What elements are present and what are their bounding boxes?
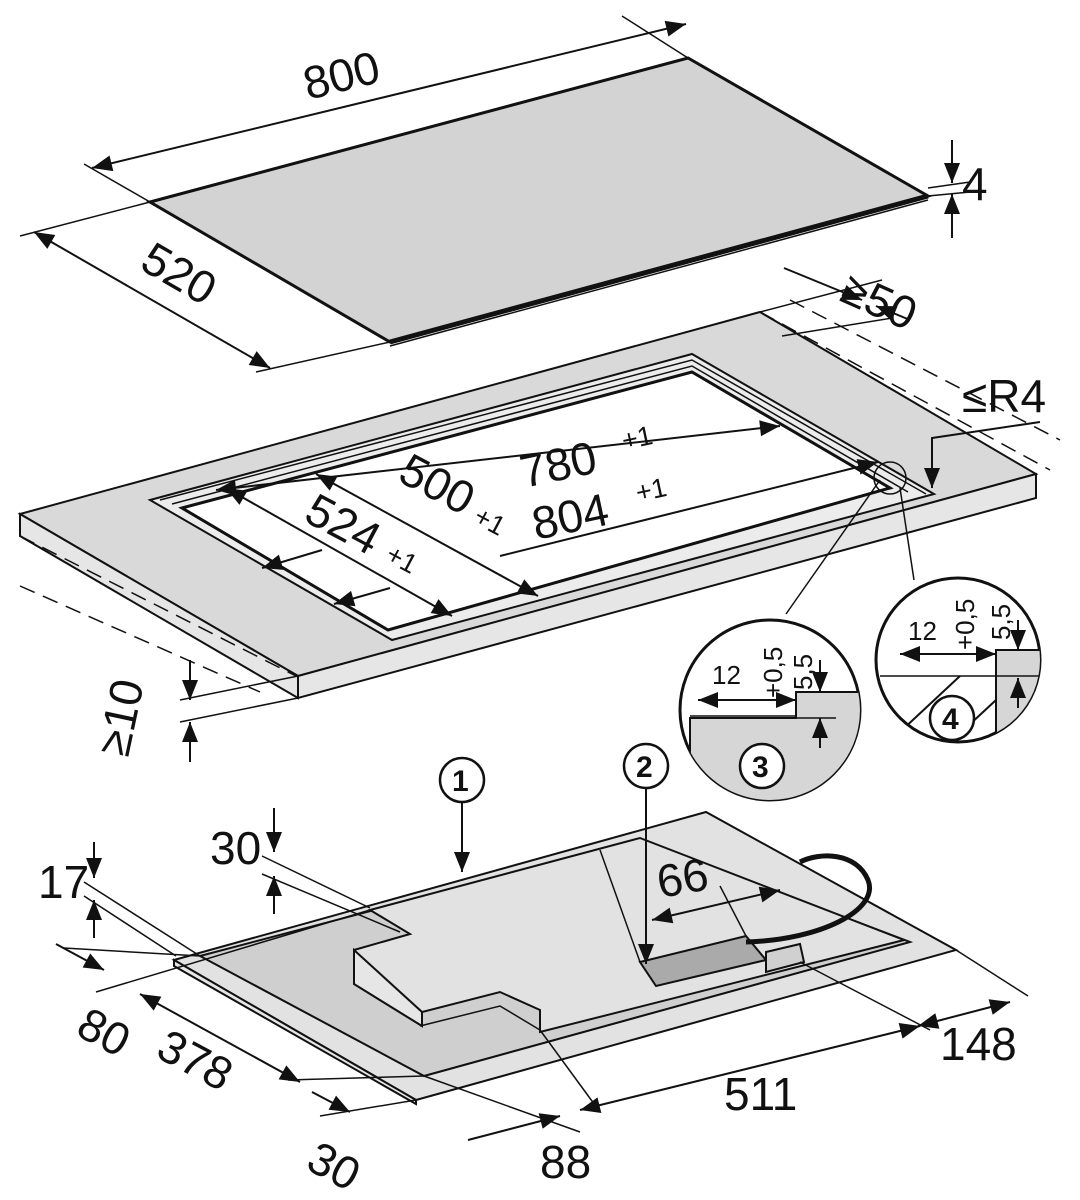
detail-4-magnifier: 12 +0,5 5,5 4: [874, 576, 1042, 744]
dim-66-label: 66: [653, 848, 712, 908]
detail-3-width-tolerance: +0,5: [758, 647, 788, 698]
callout-3: 3: [752, 751, 769, 784]
detail-leaders: [785, 479, 915, 615]
callout-2-group: 2: [622, 742, 670, 964]
dimension-4: 4: [927, 140, 988, 238]
dim-511-label: 511: [724, 1068, 797, 1120]
dim-378-label: 378: [149, 1019, 241, 1101]
dimension-66: 66: [599, 848, 781, 963]
detail-3-width: 12: [712, 660, 741, 690]
dim-80-label: 80: [69, 997, 139, 1067]
hob-glass-panel: [146, 56, 932, 347]
dim-148-label: 148: [940, 1018, 1017, 1070]
detail-4-width-tolerance: +0,5: [950, 599, 980, 650]
detail-4-width: 12: [908, 616, 937, 646]
dimension-30-top: 30: [210, 808, 401, 933]
detail-3-depth: 5,5: [788, 654, 818, 690]
dim-min50-label: ≥50: [834, 262, 925, 341]
dimension-front: 88 511 148: [423, 949, 1029, 1188]
dim-804-tolerance: +1: [633, 472, 669, 508]
dim-780-tolerance: +1: [619, 420, 655, 456]
dim-4-label: 4: [962, 158, 988, 210]
dim-30-bottom-label: 30: [299, 1131, 369, 1200]
worktop-continuation-lines: [19, 299, 1061, 693]
callout-4: 4: [942, 703, 959, 736]
detail-4-depth: 5,5: [986, 604, 1016, 640]
detail-3-magnifier: 12 +0,5 5,5 3: [678, 618, 862, 802]
callout-1-group: 1: [438, 756, 486, 872]
dim-min10-label: ≥10: [87, 675, 154, 761]
dimension-radius: ≤R4: [873, 370, 1046, 495]
appliance-underside: [171, 810, 959, 1106]
callout-2: 2: [636, 751, 653, 784]
dim-r4-label: ≤R4: [962, 370, 1046, 422]
dim-30-top-label: 30: [210, 822, 261, 874]
dim-17-label: 17: [38, 856, 89, 908]
callout-1: 1: [452, 765, 469, 798]
dim-520-label: 520: [133, 232, 225, 315]
dimension-17: 17: [38, 842, 201, 957]
dim-88-label: 88: [540, 1136, 591, 1188]
